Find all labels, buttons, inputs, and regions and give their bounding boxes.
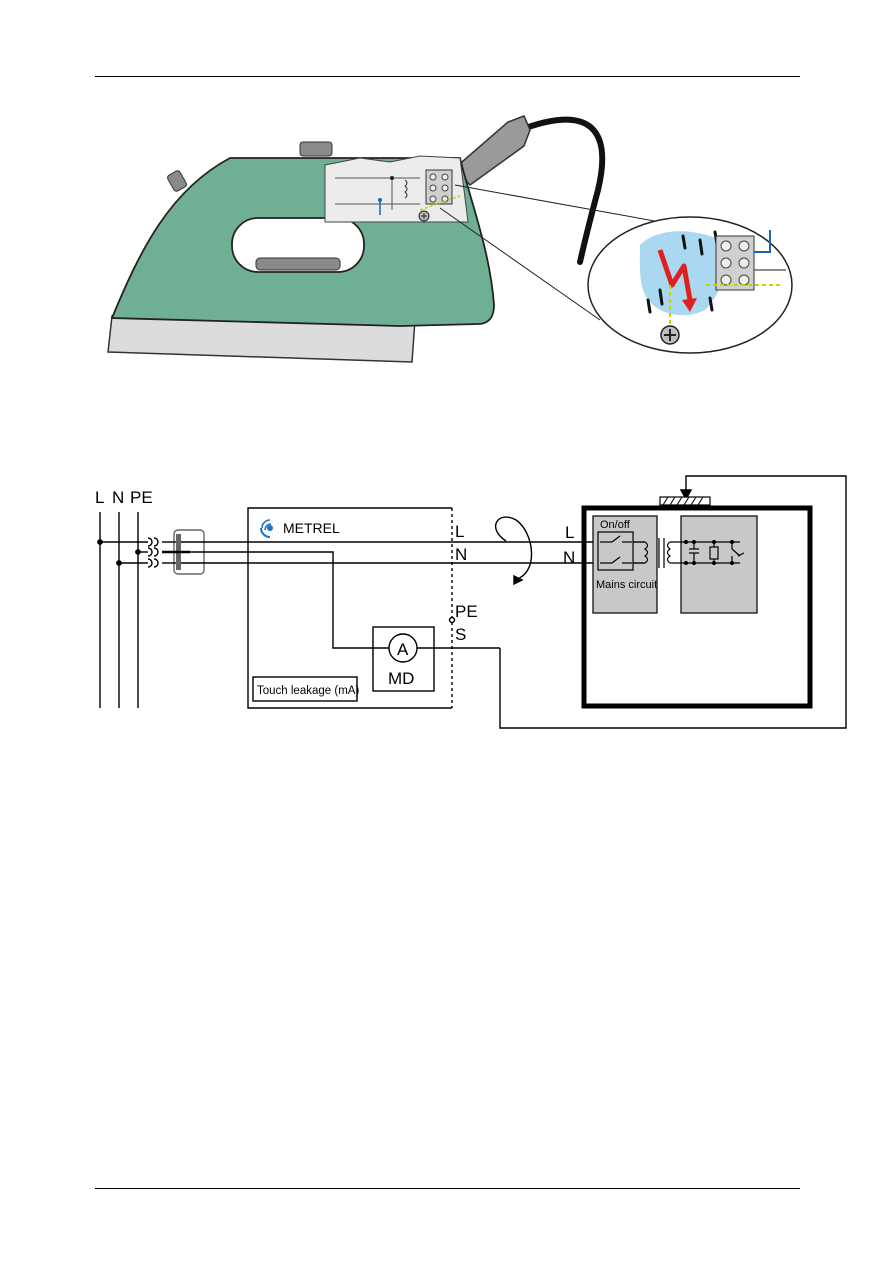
terminal-label-l: L bbox=[455, 522, 464, 541]
switch-icon bbox=[600, 535, 632, 564]
footer-rule bbox=[95, 1188, 800, 1189]
coil-icon bbox=[404, 179, 408, 199]
wire-blue-zoom bbox=[754, 230, 771, 253]
instrument-outline bbox=[247, 507, 452, 709]
function-label: Touch leakage (mA) bbox=[257, 685, 359, 697]
brand-name: METREL bbox=[283, 520, 340, 536]
header-rule bbox=[95, 76, 800, 77]
terminal-label-pe: PE bbox=[455, 602, 478, 621]
transformer-coil-icon bbox=[643, 541, 649, 564]
fault-arrow-head bbox=[682, 298, 697, 312]
earth-wire-zoom bbox=[669, 284, 780, 330]
zoom-line-bottom bbox=[439, 207, 601, 321]
ammeter-symbol: A bbox=[397, 640, 409, 659]
supply-label-l: L bbox=[95, 488, 104, 507]
terminal-screws-zoom bbox=[720, 240, 750, 286]
supply-label-pe: PE bbox=[130, 488, 153, 507]
junction-dot bbox=[97, 539, 103, 545]
probe-arrow-head bbox=[679, 489, 693, 501]
power-cord bbox=[517, 116, 606, 265]
terminal-label-s: S bbox=[455, 625, 466, 644]
socket-contact bbox=[147, 547, 159, 557]
front-button bbox=[167, 170, 187, 192]
zoom-line-top bbox=[454, 184, 661, 223]
socket-contact bbox=[147, 537, 159, 547]
conductor-pe bbox=[190, 551, 389, 649]
circuit-diagram: L N PE bbox=[95, 475, 847, 729]
secondary-circuit-panel bbox=[680, 515, 758, 614]
junction-dot bbox=[135, 549, 141, 555]
function-label-box bbox=[252, 676, 358, 702]
junction-dot bbox=[378, 198, 382, 202]
appliance-label-n: N bbox=[563, 548, 575, 567]
junction-dots bbox=[684, 540, 734, 565]
cord-grip bbox=[453, 115, 531, 187]
transformer-secondary-icon bbox=[666, 541, 672, 564]
rotation-arrow-icon bbox=[495, 516, 533, 581]
measuring-device-label: MD bbox=[388, 669, 414, 688]
fault-arrow bbox=[657, 249, 693, 301]
supply-label-n: N bbox=[112, 488, 124, 507]
handle-grip bbox=[255, 257, 341, 271]
contact-pad bbox=[659, 496, 711, 506]
earth-wire bbox=[419, 195, 461, 211]
circuit-label: Mains circuit bbox=[596, 579, 657, 591]
top-button bbox=[299, 141, 333, 157]
appliance-enclosure bbox=[581, 505, 813, 709]
probe-lead bbox=[499, 475, 847, 729]
appliance-label-l: L bbox=[565, 523, 574, 542]
terminal-label-n: N bbox=[455, 545, 467, 564]
socket-contact bbox=[147, 558, 159, 568]
iron-illustration bbox=[107, 115, 793, 363]
junction-dot bbox=[390, 176, 394, 180]
metrel-logo-icon bbox=[260, 519, 273, 538]
junction-dot bbox=[116, 560, 122, 566]
contact-pad-hatch bbox=[662, 496, 704, 506]
measuring-device-box bbox=[372, 626, 435, 692]
pe-terminal bbox=[448, 616, 456, 624]
switch-box bbox=[597, 531, 634, 571]
switch-label: On/off bbox=[600, 519, 631, 531]
